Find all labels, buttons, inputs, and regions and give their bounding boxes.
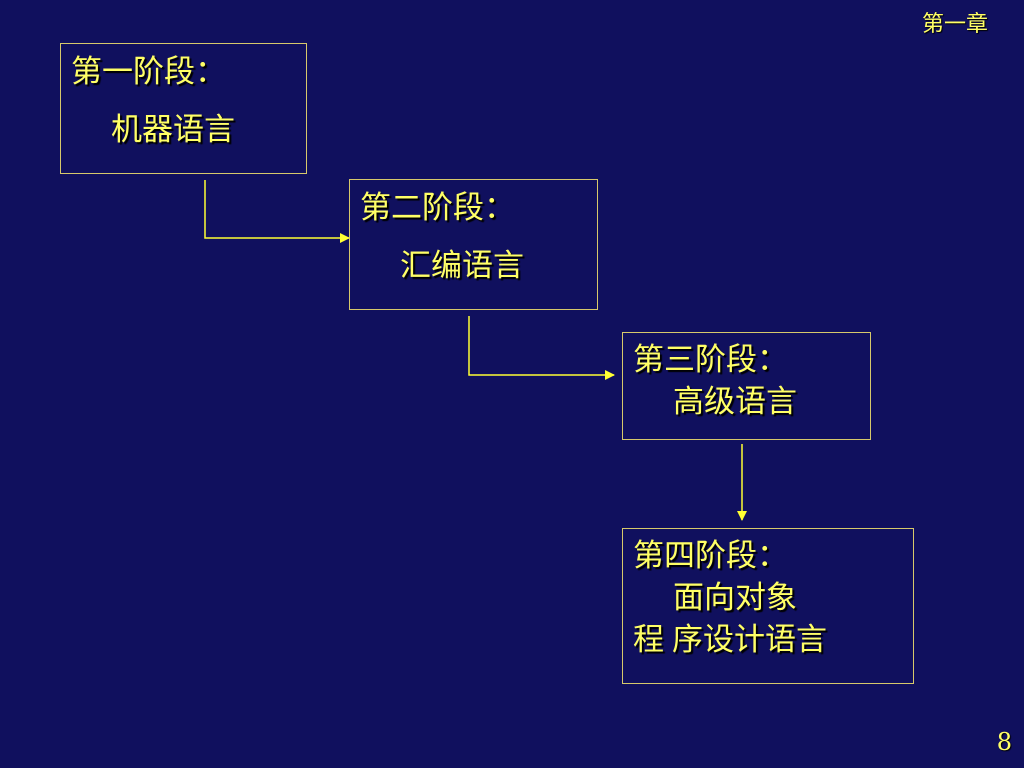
stage-description-fragment: 程 <box>633 621 664 658</box>
stage-title: 第三阶段： <box>633 342 788 378</box>
stage-box-assembly-language: 第二阶段： 汇编语言 <box>349 179 598 310</box>
stage-description-line-2: 程序设计语言 <box>633 620 903 662</box>
stage-title: 第二阶段： <box>360 190 515 226</box>
stage-description: 机器语言 <box>111 111 235 148</box>
stage-title: 第一阶段： <box>71 54 226 90</box>
stage-box-object-oriented-language: 第四阶段： 面向对象 程序设计语言 <box>622 528 914 684</box>
connector-stage2-stage3 <box>468 316 615 380</box>
stage-description-fragment: 序设计语言 <box>672 621 827 658</box>
stage-description: 汇编语言 <box>400 247 524 284</box>
stage-box-machine-language: 第一阶段： 机器语言 <box>60 43 307 174</box>
stage-title: 第四阶段： <box>633 538 788 574</box>
stage-description-line-1: 面向对象 <box>673 579 797 616</box>
connector-stage1-stage2 <box>204 180 350 243</box>
chapter-label: 第一章 <box>921 12 988 37</box>
page-number: 8 <box>996 728 1012 756</box>
stage-description: 高级语言 <box>673 383 797 420</box>
stage-box-high-level-language: 第三阶段： 高级语言 <box>622 332 871 440</box>
